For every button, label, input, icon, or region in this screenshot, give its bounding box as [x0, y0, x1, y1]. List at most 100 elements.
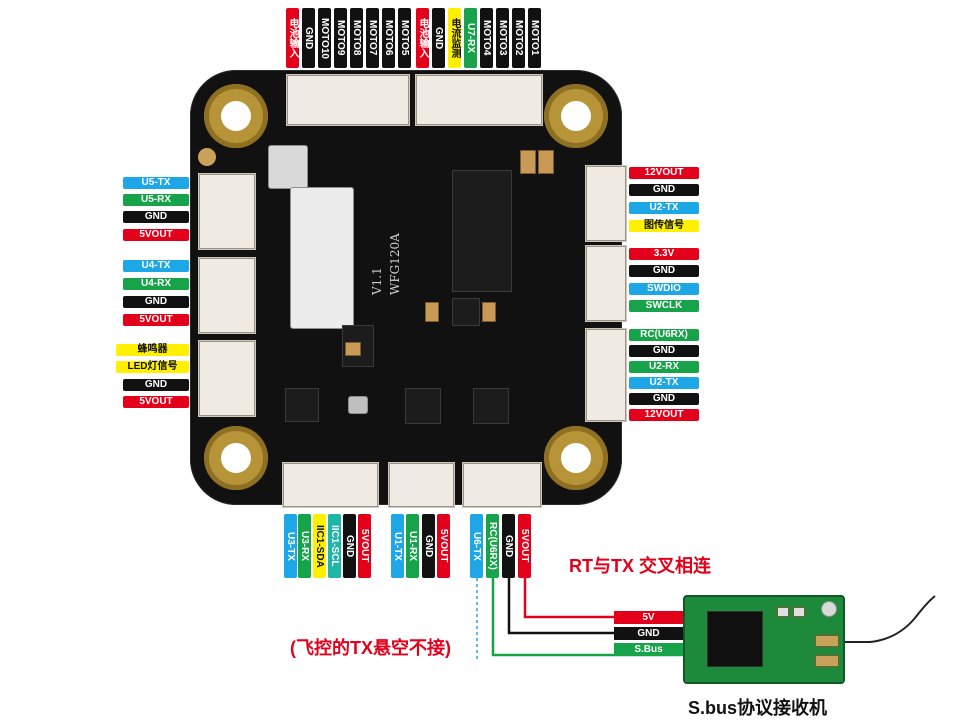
label-right3-4: GND — [629, 393, 699, 405]
label-right2-0: 3.3V — [629, 248, 699, 260]
label-bottom2-3: 5VOUT — [437, 514, 450, 578]
left-connector-2 — [198, 257, 256, 334]
label-bottom3-0: U6-TX — [470, 514, 483, 578]
label-bottom3-3: 5VOUT — [518, 514, 531, 578]
capacitor — [425, 302, 439, 322]
right-connector-3 — [585, 328, 627, 422]
label-bottom1-1: U3-RX — [298, 514, 311, 578]
capacitor — [538, 150, 554, 174]
main-ic — [452, 170, 512, 292]
left-connector-1 — [198, 173, 256, 250]
label-left1-1: U5-RX — [123, 194, 189, 206]
label-left1-0: U5-TX — [123, 177, 189, 189]
label-top-left-4: MOTO8 — [350, 8, 363, 68]
label-top-right-1: GND — [432, 8, 445, 68]
label-bottom3-1: RC(U6RX) — [486, 514, 499, 578]
antenna-connector — [821, 601, 837, 617]
label-left2-1: U4-RX — [123, 278, 189, 290]
ic — [285, 388, 319, 422]
label-right2-2: SWDIO — [629, 283, 699, 295]
gold-pad — [198, 148, 216, 166]
top-left-connector — [286, 74, 410, 126]
label-bottom3-2: GND — [502, 514, 515, 578]
mount-hole-top-right — [544, 84, 608, 148]
label-top-right-0: 电池输入 — [416, 8, 429, 68]
label-left2-0: U4-TX — [123, 260, 189, 272]
sd-card-slot — [290, 187, 354, 329]
right-connector-2 — [585, 245, 627, 322]
label-top-left-5: MOTO7 — [366, 8, 379, 68]
tx-unconnected-note: (飞控的TX悬空不接) — [290, 638, 451, 658]
flight-controller-board: V1.1 WFG120A — [190, 70, 627, 508]
receiver-pin-5v: 5V — [614, 611, 683, 624]
label-bottom1-5: 5VOUT — [358, 514, 371, 578]
label-top-left-3: MOTO9 — [334, 8, 347, 68]
label-top-left-1: GND — [302, 8, 315, 68]
label-bottom2-2: GND — [422, 514, 435, 578]
label-bottom2-0: U1-TX — [391, 514, 404, 578]
cross-connect-note: RT与TX 交叉相连 — [569, 556, 711, 576]
label-right3-2: U2-RX — [629, 361, 699, 373]
label-right3-3: U2-TX — [629, 377, 699, 389]
label-right1-1: GND — [629, 184, 699, 196]
label-left2-3: 5VOUT — [123, 314, 189, 326]
antenna-wire — [841, 595, 936, 643]
label-left1-3: 5VOUT — [123, 229, 189, 241]
mount-hole-bottom-left — [204, 426, 268, 490]
label-right1-3: 图传信号 — [629, 220, 699, 232]
push-button — [268, 145, 308, 189]
label-top-right-6: MOTO2 — [512, 8, 525, 68]
top-right-connector — [415, 74, 543, 126]
label-right2-1: GND — [629, 265, 699, 277]
label-top-right-7: MOTO1 — [528, 8, 541, 68]
label-right2-3: SWCLK — [629, 300, 699, 312]
sensor — [348, 396, 368, 414]
gnd-wire — [507, 578, 683, 635]
label-right1-0: 12VOUT — [629, 167, 699, 179]
gold-contact — [815, 635, 839, 647]
capacitor — [482, 302, 496, 322]
ic — [405, 388, 441, 424]
label-right3-0: RC(U6RX) — [629, 329, 699, 341]
label-left3-0: 蜂鸣器 — [116, 344, 189, 356]
receiver-chip — [707, 611, 763, 667]
label-right3-5: 12VOUT — [629, 409, 699, 421]
label-top-right-2: 电流监测 — [448, 8, 461, 68]
label-top-left-7: MOTO5 — [398, 8, 411, 68]
label-bottom2-1: U1-RX — [406, 514, 419, 578]
label-left1-2: GND — [123, 211, 189, 223]
capacitor — [520, 150, 536, 174]
label-top-left-2: MOTO10 — [318, 8, 331, 68]
label-bottom1-2: IIC1-SDA — [313, 514, 326, 578]
label-right3-1: GND — [629, 345, 699, 357]
sbus-receiver — [683, 595, 845, 684]
left-connector-3 — [198, 340, 256, 417]
ic — [452, 298, 480, 326]
label-top-right-4: MOTO4 — [480, 8, 493, 68]
label-left2-2: GND — [123, 296, 189, 308]
receiver-pin-gnd: GND — [614, 627, 683, 640]
label-left3-2: GND — [123, 379, 189, 391]
capacitor — [345, 342, 361, 356]
mount-hole-top-left — [204, 84, 268, 148]
receiver-caption: S.bus协议接收机 — [688, 698, 828, 718]
label-bottom1-3: IIC1-SCL — [328, 514, 341, 578]
gold-contact — [815, 655, 839, 667]
label-top-right-5: MOTO3 — [496, 8, 509, 68]
ic — [473, 388, 509, 424]
label-left3-3: 5VOUT — [123, 396, 189, 408]
bottom-connector-1 — [282, 462, 379, 508]
component — [777, 607, 789, 617]
receiver-pin-sbus: S.Bus — [614, 643, 683, 656]
bottom-connector-2 — [388, 462, 455, 508]
label-top-right-3: U7-RX — [464, 8, 477, 68]
label-left3-1: LED灯信号 — [116, 361, 189, 373]
component — [793, 607, 805, 617]
mount-hole-bottom-right — [544, 426, 608, 490]
right-connector-1 — [585, 165, 627, 242]
label-bottom1-0: U3-TX — [284, 514, 297, 578]
label-right1-2: U2-TX — [629, 202, 699, 214]
label-top-left-0: 电池输入 — [286, 8, 299, 68]
label-bottom1-4: GND — [343, 514, 356, 578]
